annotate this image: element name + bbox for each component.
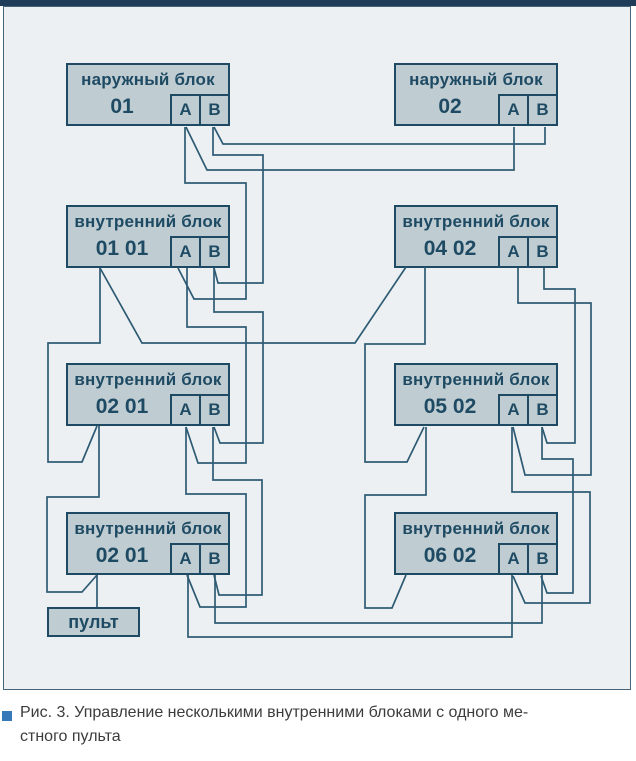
unit-number: 02 xyxy=(438,95,462,118)
unit-box-indoor-02-01: внутренний блок 02 01 A B xyxy=(66,363,230,426)
caption-line-1: Рис. 3. Управление несколькими внутренни… xyxy=(20,704,529,721)
terminal-b: B xyxy=(199,394,230,426)
terminal-a: A xyxy=(170,94,201,126)
unit-box-indoor-06-02: внутренний блок 06 02 A B xyxy=(394,512,558,575)
terminal-b: B xyxy=(527,94,558,126)
remote-control-box: пульт xyxy=(47,607,140,637)
terminal-a: A xyxy=(498,394,529,426)
unit-title: внутренний блок xyxy=(74,370,222,389)
caption-bullet-icon xyxy=(2,711,12,721)
terminal-b: B xyxy=(199,236,230,268)
unit-title: внутренний блок xyxy=(402,212,550,231)
unit-title: наружный блок xyxy=(81,70,215,89)
unit-number: 01 xyxy=(110,95,134,118)
unit-title: внутренний блок xyxy=(74,212,222,231)
unit-box-indoor-02-01-b: внутренний блок 02 01 A B xyxy=(66,512,230,575)
terminal-a: A xyxy=(498,543,529,575)
unit-box-indoor-01-01: внутренний блок 01 01 A B xyxy=(66,205,230,268)
terminal-a: A xyxy=(170,394,201,426)
figure-caption: Рис. 3. Управление несколькими внутренни… xyxy=(0,701,636,749)
unit-number: 06 02 xyxy=(423,544,477,567)
terminal-a: A xyxy=(170,236,201,268)
unit-title: внутренний блок xyxy=(74,519,222,538)
terminal-b: B xyxy=(527,543,558,575)
unit-box-indoor-05-02: внутренний блок 05 02 A B xyxy=(394,363,558,426)
top-accent-bar xyxy=(0,0,636,6)
terminal-b: B xyxy=(199,94,230,126)
terminal-b: B xyxy=(199,543,230,575)
terminal-b: B xyxy=(527,394,558,426)
unit-box-outdoor-01: наружный блок 01 A B xyxy=(66,63,230,126)
unit-number: 04 02 xyxy=(423,237,477,260)
unit-title: внутренний блок xyxy=(402,519,550,538)
unit-number: 01 01 xyxy=(95,237,149,260)
unit-title: наружный блок xyxy=(409,70,543,89)
unit-number: 02 01 xyxy=(95,395,149,418)
terminal-b: B xyxy=(527,236,558,268)
unit-box-indoor-04-02: внутренний блок 04 02 A B xyxy=(394,205,558,268)
unit-number: 05 02 xyxy=(423,395,477,418)
unit-box-outdoor-02: наружный блок 02 A B xyxy=(394,63,558,126)
terminal-a: A xyxy=(498,94,529,126)
caption-line-2: стного пульта xyxy=(20,728,121,745)
terminal-a: A xyxy=(170,543,201,575)
unit-number: 02 01 xyxy=(95,544,149,567)
unit-title: внутренний блок xyxy=(402,370,550,389)
terminal-a: A xyxy=(498,236,529,268)
